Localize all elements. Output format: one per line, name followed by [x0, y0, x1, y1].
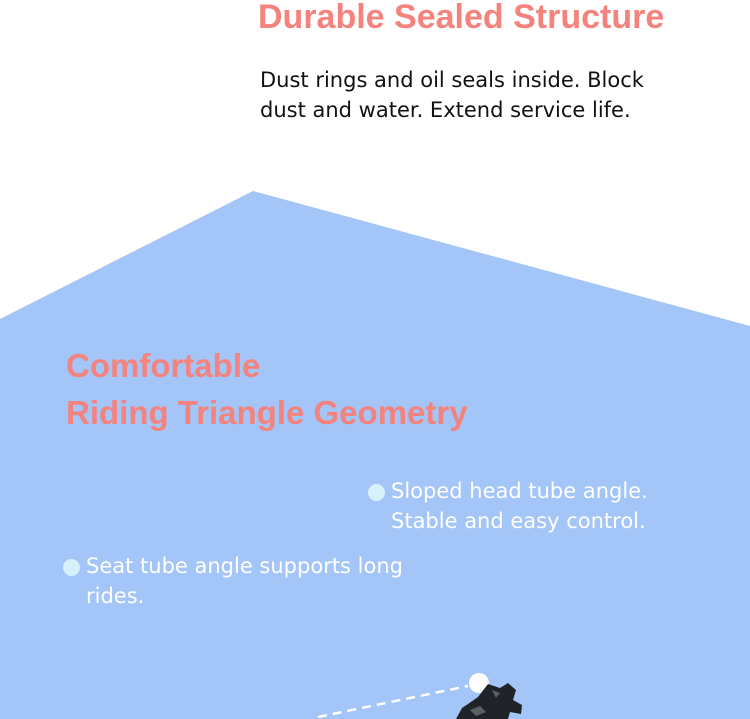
- bicycle-part-shape: [456, 683, 522, 719]
- geometry-title-line1: Comfortable: [66, 347, 261, 384]
- dot-icon: [368, 484, 385, 501]
- sealed-structure-title: Durable Sealed Structure: [258, 0, 665, 36]
- geometry-title: Comfortable Riding Triangle Geometry: [66, 342, 468, 436]
- bullet-seat-tube: Seat tube angle supports long rides.: [63, 551, 403, 613]
- bicycle-detail-icon: [317, 673, 522, 719]
- dot-icon: [63, 559, 80, 576]
- bullet-head-tube-text: Sloped head tube angle. Stable and easy …: [391, 479, 648, 533]
- bullet-seat-tube-text: Seat tube angle supports long rides.: [86, 554, 403, 608]
- geometry-title-line2: Riding Triangle Geometry: [66, 394, 468, 431]
- geometry-joint-marker: [469, 673, 489, 693]
- sealed-structure-description: Dust rings and oil seals inside. Block d…: [260, 68, 644, 122]
- geometry-dashed-line: [317, 684, 469, 719]
- bullet-head-tube: Sloped head tube angle. Stable and easy …: [368, 476, 738, 538]
